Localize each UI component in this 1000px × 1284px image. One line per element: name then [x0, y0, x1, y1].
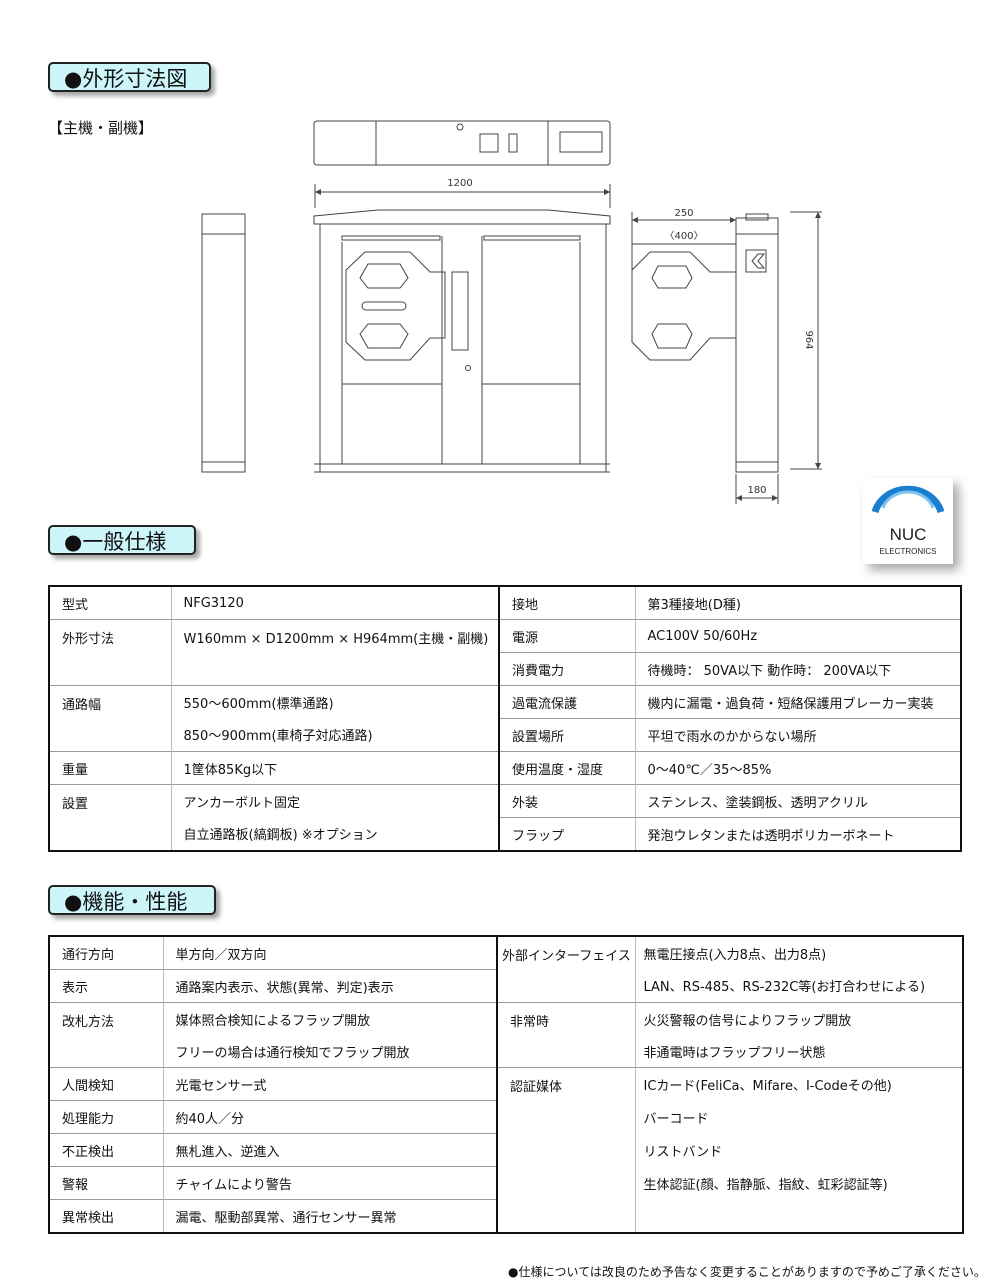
dim-250-label: 250 [674, 208, 693, 219]
dim-width-label: 1200 [447, 178, 472, 189]
error-value: 漏電、駆動部異常、通行センサー異常 [163, 1199, 497, 1233]
ground-label: 接地 [498, 586, 636, 620]
exterior-value: ステンレス、塗装鋼板、透明アクリル [635, 784, 961, 818]
consumption-value: 待機時： 50VA以下 動作時： 200VA以下 [635, 652, 961, 686]
section-header-dimensions: ●外形寸法図 [48, 62, 211, 92]
capacity-label: 処理能力 [49, 1100, 164, 1134]
fraud-value: 無札進入、逆進入 [163, 1133, 497, 1167]
dim-160-label: 180 [747, 485, 766, 496]
logo-name: NUC [890, 525, 927, 544]
gate-value-2: フリーの場合は通行検知でフラップ開放 [175, 1045, 410, 1061]
model-value: NFG3120 [183, 595, 244, 611]
dimension-drawing: 1200 250 〈400〉 964 180 [201, 120, 822, 504]
emergency-value-2: 非通電時はフラップフリー状態 [643, 1045, 826, 1061]
section-header-functions: ●機能・性能 [48, 885, 216, 915]
width-value-1: 550～600mm(標準通路) [171, 685, 499, 719]
emergency-value-1: 火災警報の信号によりフラップ開放 [635, 1002, 963, 1035]
functions-table: 通行方向 単方向／双方向 外部インターフェイス 無電圧接点(入力8点、出力8点)… [48, 935, 964, 1234]
interface-value-2: LAN、RS-485、RS-232C等(お打合わせによる) [643, 980, 926, 996]
location-value: 平坦で雨水のかからない場所 [635, 718, 961, 752]
alarm-value: チャイムにより警告 [163, 1166, 497, 1200]
gate-value-1: 媒体照合検知によるフラップ開放 [163, 1002, 497, 1035]
install-label: 設置 [49, 784, 172, 851]
flap-label: フラップ [498, 817, 636, 851]
human-value: 光電センサー式 [163, 1067, 497, 1101]
interface-value-1: 無電圧接点(入力8点、出力8点) [643, 947, 827, 963]
install-value-2: 自立通路板(縞鋼板) ※オプション [183, 828, 378, 844]
consumption-label: 消費電力 [498, 652, 636, 686]
logo-sub: ELECTRONICS [880, 547, 937, 556]
width-label: 通路幅 [49, 685, 172, 752]
power-label: 電源 [498, 619, 636, 653]
display-value: 通路案内表示、状態(異常、判定)表示 [163, 969, 497, 1003]
capacity-value: 約40人／分 [163, 1100, 497, 1134]
flap-value: 発泡ウレタンまたは透明ポリカーボネート [635, 817, 961, 851]
auth-value-3: リストバンド [643, 1144, 723, 1160]
location-label: 設置場所 [498, 718, 636, 752]
model-label: 型式 [49, 586, 172, 620]
size-label: 外形寸法 [49, 619, 172, 686]
width-value-2: 850～900mm(車椅子対応通路) [183, 729, 373, 745]
overcurrent-label: 過電流保護 [498, 685, 636, 719]
direction-value: 単方向／双方向 [175, 947, 267, 963]
error-label: 異常検出 [49, 1199, 164, 1233]
dim-400-label: 〈400〉 [664, 230, 703, 242]
exterior-label: 外装 [498, 784, 636, 818]
section-header-general: ●一般仕様 [48, 525, 196, 555]
power-value: AC100V 50/60Hz [635, 619, 961, 653]
size-value: W160mm × D1200mm × H964mm(主機・副機) [171, 619, 499, 686]
display-label: 表示 [49, 969, 164, 1003]
drawing-subtitle: 【主機・副機】 [48, 119, 154, 137]
install-value-1: アンカーボルト固定 [171, 784, 499, 818]
general-spec-table: 型式 NFG3120 接地 第3種接地(D種) 外形寸法 W160mm × D1… [48, 585, 962, 852]
gate-label: 改札方法 [49, 1002, 164, 1068]
overcurrent-value: 機内に漏電・過負荷・短絡保護用ブレーカー実装 [635, 685, 961, 719]
footnote: ●仕様については改良のため予告なく変更することがありますので予めご了承ください。 [508, 1265, 986, 1279]
human-label: 人間検知 [49, 1067, 164, 1101]
auth-value-4: 生体認証(顔、指静脈、指紋、虹彩認証等) [643, 1177, 888, 1193]
alarm-label: 警報 [49, 1166, 164, 1200]
emergency-label: 非常時 [496, 1002, 636, 1068]
auth-value-2: バーコード [643, 1111, 709, 1127]
temp-value: 0～40℃／35～85% [635, 751, 961, 785]
ground-value: 第3種接地(D種) [647, 597, 741, 613]
temp-label: 使用温度・湿度 [498, 751, 636, 785]
auth-label: 認証媒体 [496, 1067, 636, 1233]
interface-label: 外部インターフェイス [496, 936, 636, 1003]
direction-label: 通行方向 [49, 936, 164, 970]
weight-label: 重量 [49, 751, 172, 785]
dim-height-label: 964 [803, 330, 814, 349]
fraud-label: 不正検出 [49, 1133, 164, 1167]
auth-value-1: ICカード(FeliCa、Mifare、I-Codeその他) [635, 1067, 963, 1101]
weight-value: 1筐体85Kg以下 [171, 751, 499, 785]
company-logo: NUC ELECTRONICS [863, 478, 953, 564]
